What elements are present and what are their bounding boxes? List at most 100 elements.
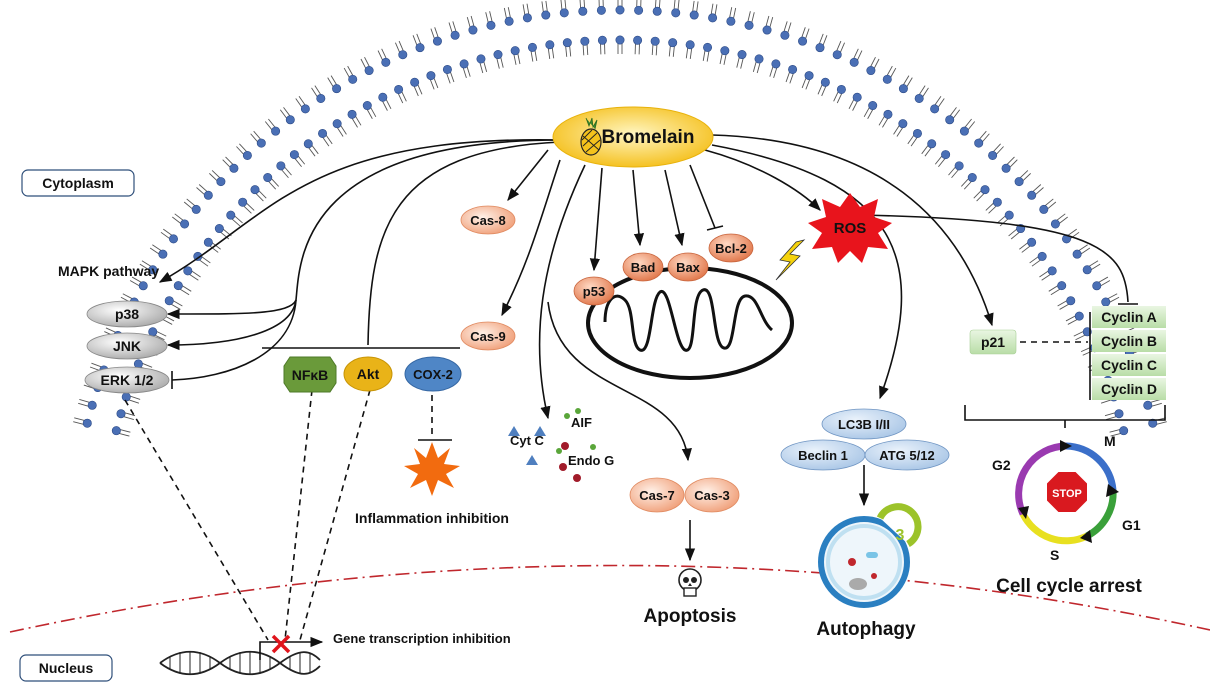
lipid-head [191,204,201,214]
lipid-head [415,43,425,53]
p53-node: p53 [573,276,615,306]
lipid-head [173,281,183,291]
beclin-node: Beclin 1 [780,439,866,471]
autophagosome-icon: 3 [818,503,922,608]
svg-text:3: 3 [896,527,905,544]
lipid-head [762,25,772,35]
p38-node: p38 [86,300,168,328]
svg-text:JNK: JNK [113,338,141,354]
svg-text:Cas-7: Cas-7 [639,488,674,503]
svg-text:M: M [1104,433,1116,449]
lipid-head [214,224,224,234]
svg-text:p38: p38 [115,306,139,322]
akt-node: Akt [343,356,393,392]
lipid-head [1101,297,1111,307]
lipid-head [650,36,660,46]
lipid-head [836,84,846,94]
lipid-head [121,392,131,402]
lipid-head [988,150,998,160]
lipid-head [476,54,486,64]
lipid-head [852,92,862,102]
nucleus-label: Nucleus [19,654,113,682]
svg-text:Bcl-2: Bcl-2 [715,241,747,256]
svg-text:p53: p53 [583,284,605,299]
lipid-head [634,5,644,15]
dna-icon [159,650,321,676]
lipid-head [726,16,736,26]
lipid-head [771,59,781,69]
svg-text:Cyclin B: Cyclin B [1101,333,1157,349]
lipid-head [111,426,121,436]
cyclin-a-node: Cyclin A [1092,306,1166,328]
svg-text:Cyclin A: Cyclin A [1101,309,1157,325]
mapk-pathway-label: MAPK pathway [58,263,159,279]
lipid-head [271,126,281,136]
nuclear-envelope [9,564,1210,633]
lipid-head [263,173,273,183]
svg-text:STOP: STOP [1052,488,1082,500]
mitochondrion [586,266,794,380]
lipid-head [148,265,158,275]
lipid-head [180,219,190,229]
lipid-head [226,210,236,220]
lipid-head [1047,266,1057,276]
connections [124,134,1166,641]
lipid-head [668,38,678,48]
lipid-head [450,30,460,40]
lipid-head [527,42,537,52]
lipid-head [203,190,213,200]
cyt-c-label: Cyt C [510,433,545,448]
lipid-head [1092,281,1102,291]
lipid-head [597,35,607,45]
inflammation-label: Inflammation inhibition [355,510,509,526]
aif-label: AIF [571,415,592,430]
lipid-head [504,16,514,26]
lipid-head [596,5,606,15]
lipid-head [744,20,754,30]
lipid-head [183,266,193,276]
lightning-icon [775,239,806,281]
lipid-head [168,234,178,244]
lipid-head [1057,281,1067,291]
lipid-head [1027,237,1037,247]
lipid-head [138,281,148,291]
lipid-head [930,104,940,114]
p21-node: p21 [969,329,1017,355]
lipid-head [493,50,503,60]
lipid-head [1037,251,1047,261]
lipid-head [541,10,551,20]
lipid-head [652,6,662,16]
lipid-head [203,237,213,247]
lipid-head [912,128,922,138]
pineapple-icon [580,117,602,156]
lipid-head [285,115,295,125]
lipid-head [1074,311,1084,321]
lipid-head [954,161,964,171]
lipid-head [148,327,158,337]
lipid-head [959,126,969,136]
lipid-head [87,400,97,410]
lipid-head [559,8,569,18]
lipid-head [378,92,388,102]
svg-text:G1: G1 [1122,517,1141,533]
lipid-head [689,10,699,20]
lipid-head [927,139,937,149]
lipid-head [348,74,358,84]
svg-text:S: S [1050,547,1059,563]
lipid-head [1114,409,1124,419]
lipid-head [510,46,520,56]
lipid-head [468,25,478,35]
lipid-head [898,119,908,129]
cytoplasm-label: Cytoplasm [21,169,135,197]
lipid-head [703,42,713,52]
cox2-node: COX-2 [404,356,462,392]
gene-transcription-label: Gene transcription inhibition [333,631,511,646]
svg-text:Beclin 1: Beclin 1 [798,448,848,463]
lipid-head [545,40,555,50]
lipid-head [798,36,808,46]
lipid-head [804,71,814,81]
lipid-head [945,115,955,125]
svg-text:COX-2: COX-2 [413,367,453,382]
svg-text:Akt: Akt [357,366,380,382]
